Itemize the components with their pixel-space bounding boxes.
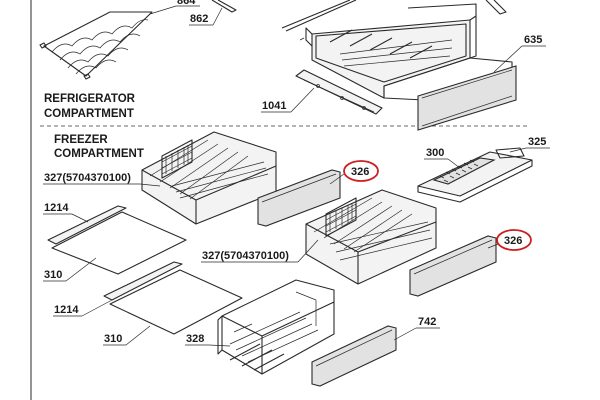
highlight-ring-326-lower [496, 229, 532, 251]
glass-shelf-lower [103, 261, 243, 335]
callout-635: 635 [524, 34, 542, 46]
callout-310-lower: 310 [104, 333, 122, 345]
callout-1214-lower: 1214 [54, 304, 79, 316]
top-rail-862 [211, 0, 357, 41]
callout-300: 300 [426, 147, 444, 159]
freezer-wire-basket-328 [217, 279, 335, 375]
callout-310-upper: 310 [44, 269, 62, 281]
callout-326-upper: 326 [351, 166, 369, 178]
section-label-freezer-line2: COMPARTMENT [54, 148, 144, 160]
ice-tray-assembly [417, 147, 533, 203]
drawer-front-326-lower [409, 235, 497, 297]
callout-327-lower: 327(5704370100) [202, 250, 289, 262]
callout-1041: 1041 [262, 100, 286, 112]
callout-325: 325 [528, 136, 546, 148]
bottle-rack-864 [39, 11, 153, 80]
callout-1214-upper: 1214 [44, 202, 69, 214]
highlight-ring-326-upper [343, 160, 379, 182]
crisper-drawer-635 [305, 0, 517, 131]
section-label-refrigerator-line2: COMPARTMENT [44, 108, 134, 120]
callout-326-lower: 326 [504, 235, 522, 247]
freezer-basket-327-upper [141, 131, 277, 225]
drawer-front-326-upper [257, 169, 341, 227]
callout-328: 328 [186, 333, 204, 345]
callout-327-upper: 327(5704370100) [44, 172, 131, 184]
freezer-basket-327-lower [305, 189, 437, 285]
callout-862: 862 [190, 13, 208, 25]
slide-rail-1041 [295, 69, 383, 115]
drawer-front-742 [311, 325, 397, 387]
callout-864: 864 [177, 0, 196, 7]
section-label-refrigerator-line1: REFRIGERATOR [44, 93, 136, 105]
callout-742: 742 [418, 316, 436, 328]
glass-shelf-upper [47, 205, 187, 275]
section-label-freezer-line1: FREEZER [54, 134, 108, 146]
